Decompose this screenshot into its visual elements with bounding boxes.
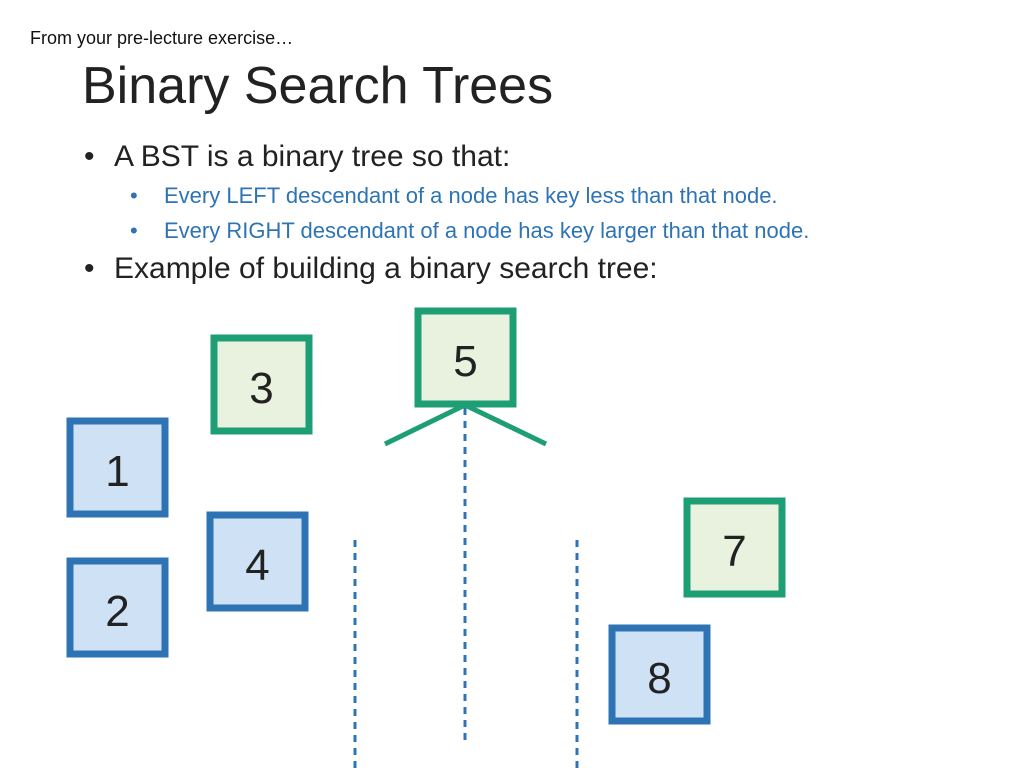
node-2-box	[66, 557, 169, 658]
node-5-box	[414, 307, 517, 408]
bullet-glyph: •	[84, 252, 95, 285]
edge-root-left	[383, 402, 467, 447]
node-7-box	[683, 497, 786, 598]
node-2-label: 2	[105, 587, 129, 636]
sub-bullet-right-rule: • Every RIGHT descendant of a node has ke…	[130, 217, 809, 245]
bullet-example: • Example of building a binary search tre…	[84, 250, 658, 288]
node-3-label: 3	[249, 364, 273, 413]
slide-title: Binary Search Trees	[82, 57, 554, 115]
bullet-bst-definition: • A BST is a binary tree so that:	[84, 138, 510, 176]
bullet-text: Example of building a binary search tree…	[114, 252, 658, 285]
node-3: 3	[210, 334, 313, 435]
node-1-box	[66, 417, 169, 518]
node-7-label: 7	[722, 527, 746, 576]
node-4-box	[206, 511, 309, 612]
node-5-label: 5	[453, 337, 477, 386]
node-8: 8	[608, 624, 711, 725]
bullet-glyph: •	[130, 218, 138, 243]
edge-root-right	[463, 402, 548, 447]
node-8-box	[608, 624, 711, 725]
bullet-text: Every RIGHT descendant of a node has key…	[164, 218, 810, 243]
bullet-glyph: •	[84, 140, 95, 173]
bullet-text: A BST is a binary tree so that:	[114, 140, 511, 173]
node-8-label: 8	[647, 654, 671, 703]
node-5: 5	[414, 307, 517, 408]
pre-lecture-note: From your pre-lecture exercise…	[30, 28, 294, 48]
node-7: 7	[683, 497, 786, 598]
bullet-glyph: •	[130, 183, 138, 208]
node-4: 4	[206, 511, 309, 612]
node-3-box	[210, 334, 313, 435]
sub-bullet-left-rule: • Every LEFT descendant of a node has key…	[130, 182, 778, 210]
bullet-text: Every LEFT descendant of a node has key …	[164, 183, 778, 208]
node-2: 2	[66, 557, 169, 658]
node-4-label: 4	[245, 541, 269, 590]
node-1-label: 1	[105, 447, 129, 496]
node-1: 1	[66, 417, 169, 518]
